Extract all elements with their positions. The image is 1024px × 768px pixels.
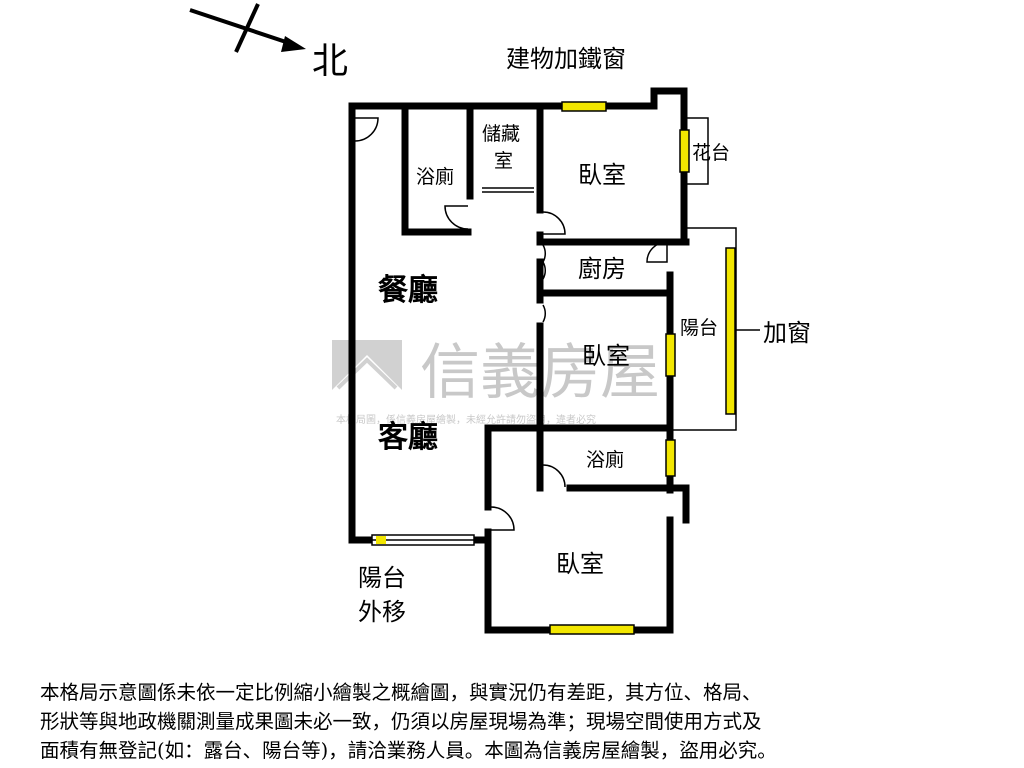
bath-top-door — [444, 205, 469, 230]
room-labels: 建物加鐵窗 花台 儲藏 室 浴廁 臥室 廚房 餐廳 陽台 加窗 臥室 客廳 浴廁… — [358, 45, 811, 626]
kitchen-label: 廚房 — [578, 255, 626, 283]
bath-middle-door — [542, 464, 566, 488]
flower-bed-label: 花台 — [692, 142, 730, 164]
windows — [549, 101, 736, 635]
bedroom-top-label: 臥室 — [578, 161, 626, 189]
balcony-moved-label-2: 外移 — [358, 598, 406, 626]
disclaimer-line: 面積有無登記(如：露台、陽台等)，請洽業務人員。本圖為信義房屋繪製，盜用必究。 — [40, 739, 777, 762]
walls — [348, 87, 690, 634]
bedroom-middle-label: 臥室 — [582, 342, 630, 370]
add-window-label: 加窗 — [763, 319, 811, 347]
disclaimer-line: 本格局示意圖係未依一定比例縮小繪製之概繪圖，與實況仍有差距，其方位、格局、 — [40, 681, 762, 704]
north-arrow: 北 — [189, 3, 348, 82]
doors — [354, 117, 668, 531]
bedroom-middle-door — [542, 304, 547, 323]
window-top-label: 建物加鐵窗 — [506, 45, 626, 73]
balcony-right-label: 陽台 — [680, 317, 718, 339]
window-bottom — [549, 624, 635, 635]
bath-middle-label: 浴廁 — [586, 448, 624, 471]
living-label: 客廳 — [378, 420, 438, 455]
bath-top-label: 浴廁 — [416, 165, 454, 188]
house-logo-icon — [332, 340, 402, 400]
window-flower — [679, 129, 690, 173]
watermark-copyright: 本格局圖，係信義房屋繪製，未經允許請勿盜用，違者必究 — [336, 413, 596, 426]
balcony-right-outline — [670, 227, 737, 431]
north-label: 北 — [312, 41, 348, 82]
window-top — [561, 101, 607, 112]
bedroom-top-door — [542, 211, 566, 235]
bedroom-bottom-door — [490, 506, 515, 531]
window-living — [371, 534, 475, 546]
window-bath-middle — [665, 439, 676, 477]
dining-label: 餐廳 — [378, 273, 438, 308]
window-middle-bedroom — [665, 333, 676, 377]
disclaimer: 本格局示意圖係未依一定比例縮小繪製之概繪圖，與實況仍有差距，其方位、格局、 形狀… — [40, 678, 1010, 765]
disclaimer-line: 形狀等與地政機關測量成果圖未必一致，仍須以房屋現場為準；現場空間使用方式及 — [40, 710, 762, 733]
storage-label-2: 室 — [494, 150, 513, 172]
entry-door — [354, 117, 379, 142]
balcony-moved-label-1: 陽台 — [358, 564, 406, 592]
bedroom-bottom-label: 臥室 — [556, 550, 604, 578]
kitchen-door — [646, 241, 668, 263]
storage-label-1: 儲藏 — [482, 123, 520, 145]
flower-bed — [686, 117, 709, 185]
window-balcony — [725, 247, 736, 415]
